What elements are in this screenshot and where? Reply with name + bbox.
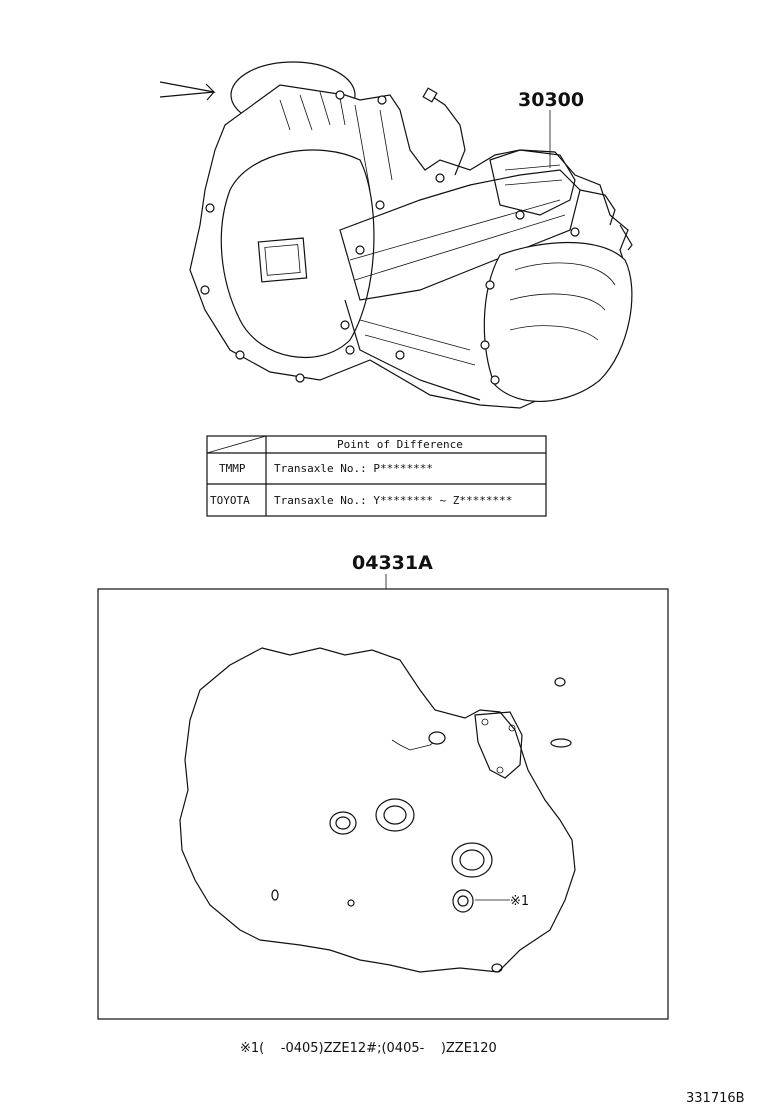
- gasket-kit-frame: [97, 588, 669, 1020]
- table-header: Point of Difference: [337, 438, 463, 451]
- table-row-text: Transaxle No.: Y******** ~ Z********: [274, 494, 512, 507]
- table-row-maker: TMMP: [219, 462, 246, 475]
- transaxle-illustration: [159, 61, 633, 409]
- label-30300: 30300: [518, 89, 584, 111]
- note-marker-1: ※1: [510, 894, 529, 909]
- diagram-id: 331716B: [686, 1091, 745, 1106]
- view-arrow: [159, 81, 216, 101]
- table-row-maker: TOYOTA: [210, 494, 250, 507]
- label-04331A: 04331A: [352, 552, 433, 574]
- table-row-text: Transaxle No.: P********: [274, 462, 433, 475]
- difference-table: [206, 435, 547, 517]
- footnote: ※1( -0405)ZZE12#;(0405- )ZZE120: [240, 1041, 497, 1056]
- gasket-kit-illustration: [179, 647, 576, 973]
